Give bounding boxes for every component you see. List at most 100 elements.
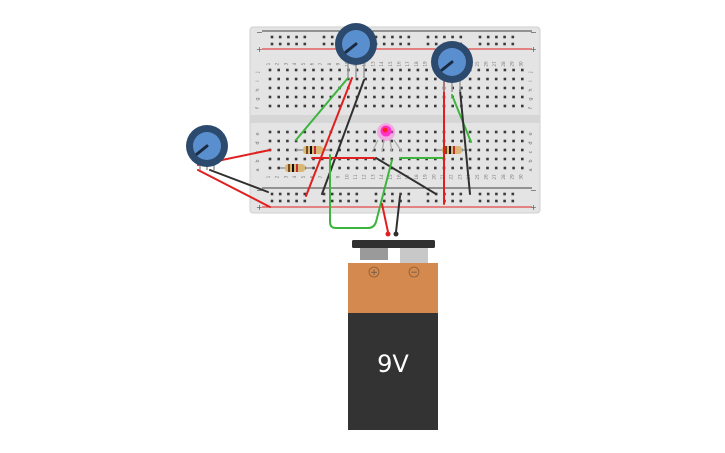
- breadboard-hole[interactable]: [425, 130, 428, 134]
- breadboard-hole[interactable]: [277, 166, 280, 170]
- wire-black-pot-left[interactable]: [209, 169, 269, 193]
- breadboard-hole[interactable]: [512, 166, 515, 170]
- breadboard-hole[interactable]: [494, 86, 498, 90]
- breadboard-hole[interactable]: [347, 95, 350, 99]
- breadboard-hole[interactable]: [268, 157, 272, 161]
- rail-hole[interactable]: [295, 35, 298, 39]
- breadboard-hole[interactable]: [312, 166, 315, 170]
- breadboard-hole[interactable]: [486, 77, 489, 81]
- breadboard-hole[interactable]: [286, 130, 289, 134]
- breadboard-hole[interactable]: [521, 86, 524, 90]
- rail-hole[interactable]: [330, 42, 334, 46]
- rail-hole[interactable]: [511, 35, 515, 39]
- breadboard-hole[interactable]: [460, 157, 463, 161]
- rail-hole[interactable]: [486, 199, 490, 203]
- breadboard-hole[interactable]: [486, 148, 489, 152]
- breadboard-hole[interactable]: [407, 86, 411, 90]
- breadboard-hole[interactable]: [381, 95, 385, 99]
- breadboard-hole[interactable]: [303, 104, 307, 108]
- breadboard-hole[interactable]: [286, 95, 289, 99]
- breadboard-hole[interactable]: [381, 77, 385, 81]
- breadboard-hole[interactable]: [294, 139, 298, 143]
- breadboard-hole[interactable]: [399, 104, 402, 108]
- breadboard-hole[interactable]: [494, 166, 498, 170]
- breadboard-hole[interactable]: [268, 104, 272, 108]
- breadboard-hole[interactable]: [477, 95, 481, 99]
- breadboard-hole[interactable]: [494, 77, 498, 81]
- breadboard-hole[interactable]: [503, 166, 507, 170]
- breadboard-hole[interactable]: [477, 130, 481, 134]
- breadboard-hole[interactable]: [320, 95, 324, 99]
- breadboard-hole[interactable]: [355, 86, 359, 90]
- breadboard-hole[interactable]: [364, 86, 367, 90]
- breadboard-hole[interactable]: [347, 166, 350, 170]
- rail-hole[interactable]: [270, 199, 274, 203]
- breadboard-hole[interactable]: [521, 139, 524, 143]
- breadboard-hole[interactable]: [294, 157, 298, 161]
- breadboard-hole[interactable]: [416, 104, 420, 108]
- breadboard-hole[interactable]: [486, 130, 489, 134]
- breadboard-hole[interactable]: [320, 166, 324, 170]
- rail-hole[interactable]: [355, 199, 359, 203]
- rail-hole[interactable]: [287, 199, 290, 203]
- breadboard-hole[interactable]: [364, 166, 367, 170]
- breadboard-hole[interactable]: [294, 104, 298, 108]
- breadboard-hole[interactable]: [277, 68, 280, 72]
- breadboard-hole[interactable]: [320, 68, 324, 72]
- breadboard-hole[interactable]: [521, 148, 524, 152]
- breadboard-hole[interactable]: [451, 104, 454, 108]
- breadboard-hole[interactable]: [425, 104, 428, 108]
- breadboard-hole[interactable]: [399, 77, 402, 81]
- breadboard-hole[interactable]: [399, 86, 402, 90]
- breadboard-hole[interactable]: [425, 77, 428, 81]
- wire-red-battery[interactable]: [381, 203, 389, 233]
- breadboard-hole[interactable]: [503, 148, 507, 152]
- rail-hole[interactable]: [382, 199, 386, 203]
- breadboard-hole[interactable]: [381, 104, 385, 108]
- breadboard-hole[interactable]: [486, 166, 489, 170]
- breadboard-hole[interactable]: [460, 130, 463, 134]
- rail-hole[interactable]: [278, 199, 282, 203]
- rail-hole[interactable]: [278, 35, 282, 39]
- rail-hole[interactable]: [503, 192, 506, 196]
- breadboard-hole[interactable]: [486, 68, 489, 72]
- rail-hole[interactable]: [486, 192, 490, 196]
- breadboard-hole[interactable]: [434, 148, 437, 152]
- breadboard-hole[interactable]: [477, 77, 481, 81]
- breadboard-hole[interactable]: [303, 68, 307, 72]
- breadboard-hole[interactable]: [303, 130, 307, 134]
- breadboard-hole[interactable]: [355, 139, 359, 143]
- rail-hole[interactable]: [486, 42, 490, 46]
- breadboard-hole[interactable]: [329, 68, 333, 72]
- breadboard-hole[interactable]: [312, 77, 315, 81]
- breadboard-hole[interactable]: [303, 139, 307, 143]
- breadboard-hole[interactable]: [494, 130, 498, 134]
- breadboard-hole[interactable]: [381, 68, 385, 72]
- breadboard-hole[interactable]: [373, 139, 376, 143]
- breadboard-hole[interactable]: [512, 86, 515, 90]
- breadboard-hole[interactable]: [373, 130, 376, 134]
- rail-hole[interactable]: [478, 42, 482, 46]
- breadboard-hole[interactable]: [329, 148, 333, 152]
- breadboard-hole[interactable]: [434, 166, 437, 170]
- rail-hole[interactable]: [426, 192, 430, 196]
- breadboard-hole[interactable]: [451, 130, 454, 134]
- rail-hole[interactable]: [339, 192, 342, 196]
- breadboard-hole[interactable]: [312, 68, 315, 72]
- rail-hole[interactable]: [486, 35, 490, 39]
- breadboard-hole[interactable]: [329, 139, 333, 143]
- breadboard-hole[interactable]: [364, 139, 367, 143]
- breadboard-hole[interactable]: [460, 166, 463, 170]
- rail-hole[interactable]: [426, 199, 430, 203]
- breadboard-hole[interactable]: [268, 166, 272, 170]
- rail-hole[interactable]: [287, 192, 290, 196]
- breadboard-hole[interactable]: [286, 104, 289, 108]
- breadboard-hole[interactable]: [381, 86, 385, 90]
- breadboard-hole[interactable]: [451, 139, 454, 143]
- breadboard-hole[interactable]: [268, 68, 272, 72]
- rail-hole[interactable]: [295, 42, 298, 46]
- breadboard-hole[interactable]: [494, 95, 498, 99]
- rail-hole[interactable]: [278, 192, 282, 196]
- breadboard-hole[interactable]: [286, 77, 289, 81]
